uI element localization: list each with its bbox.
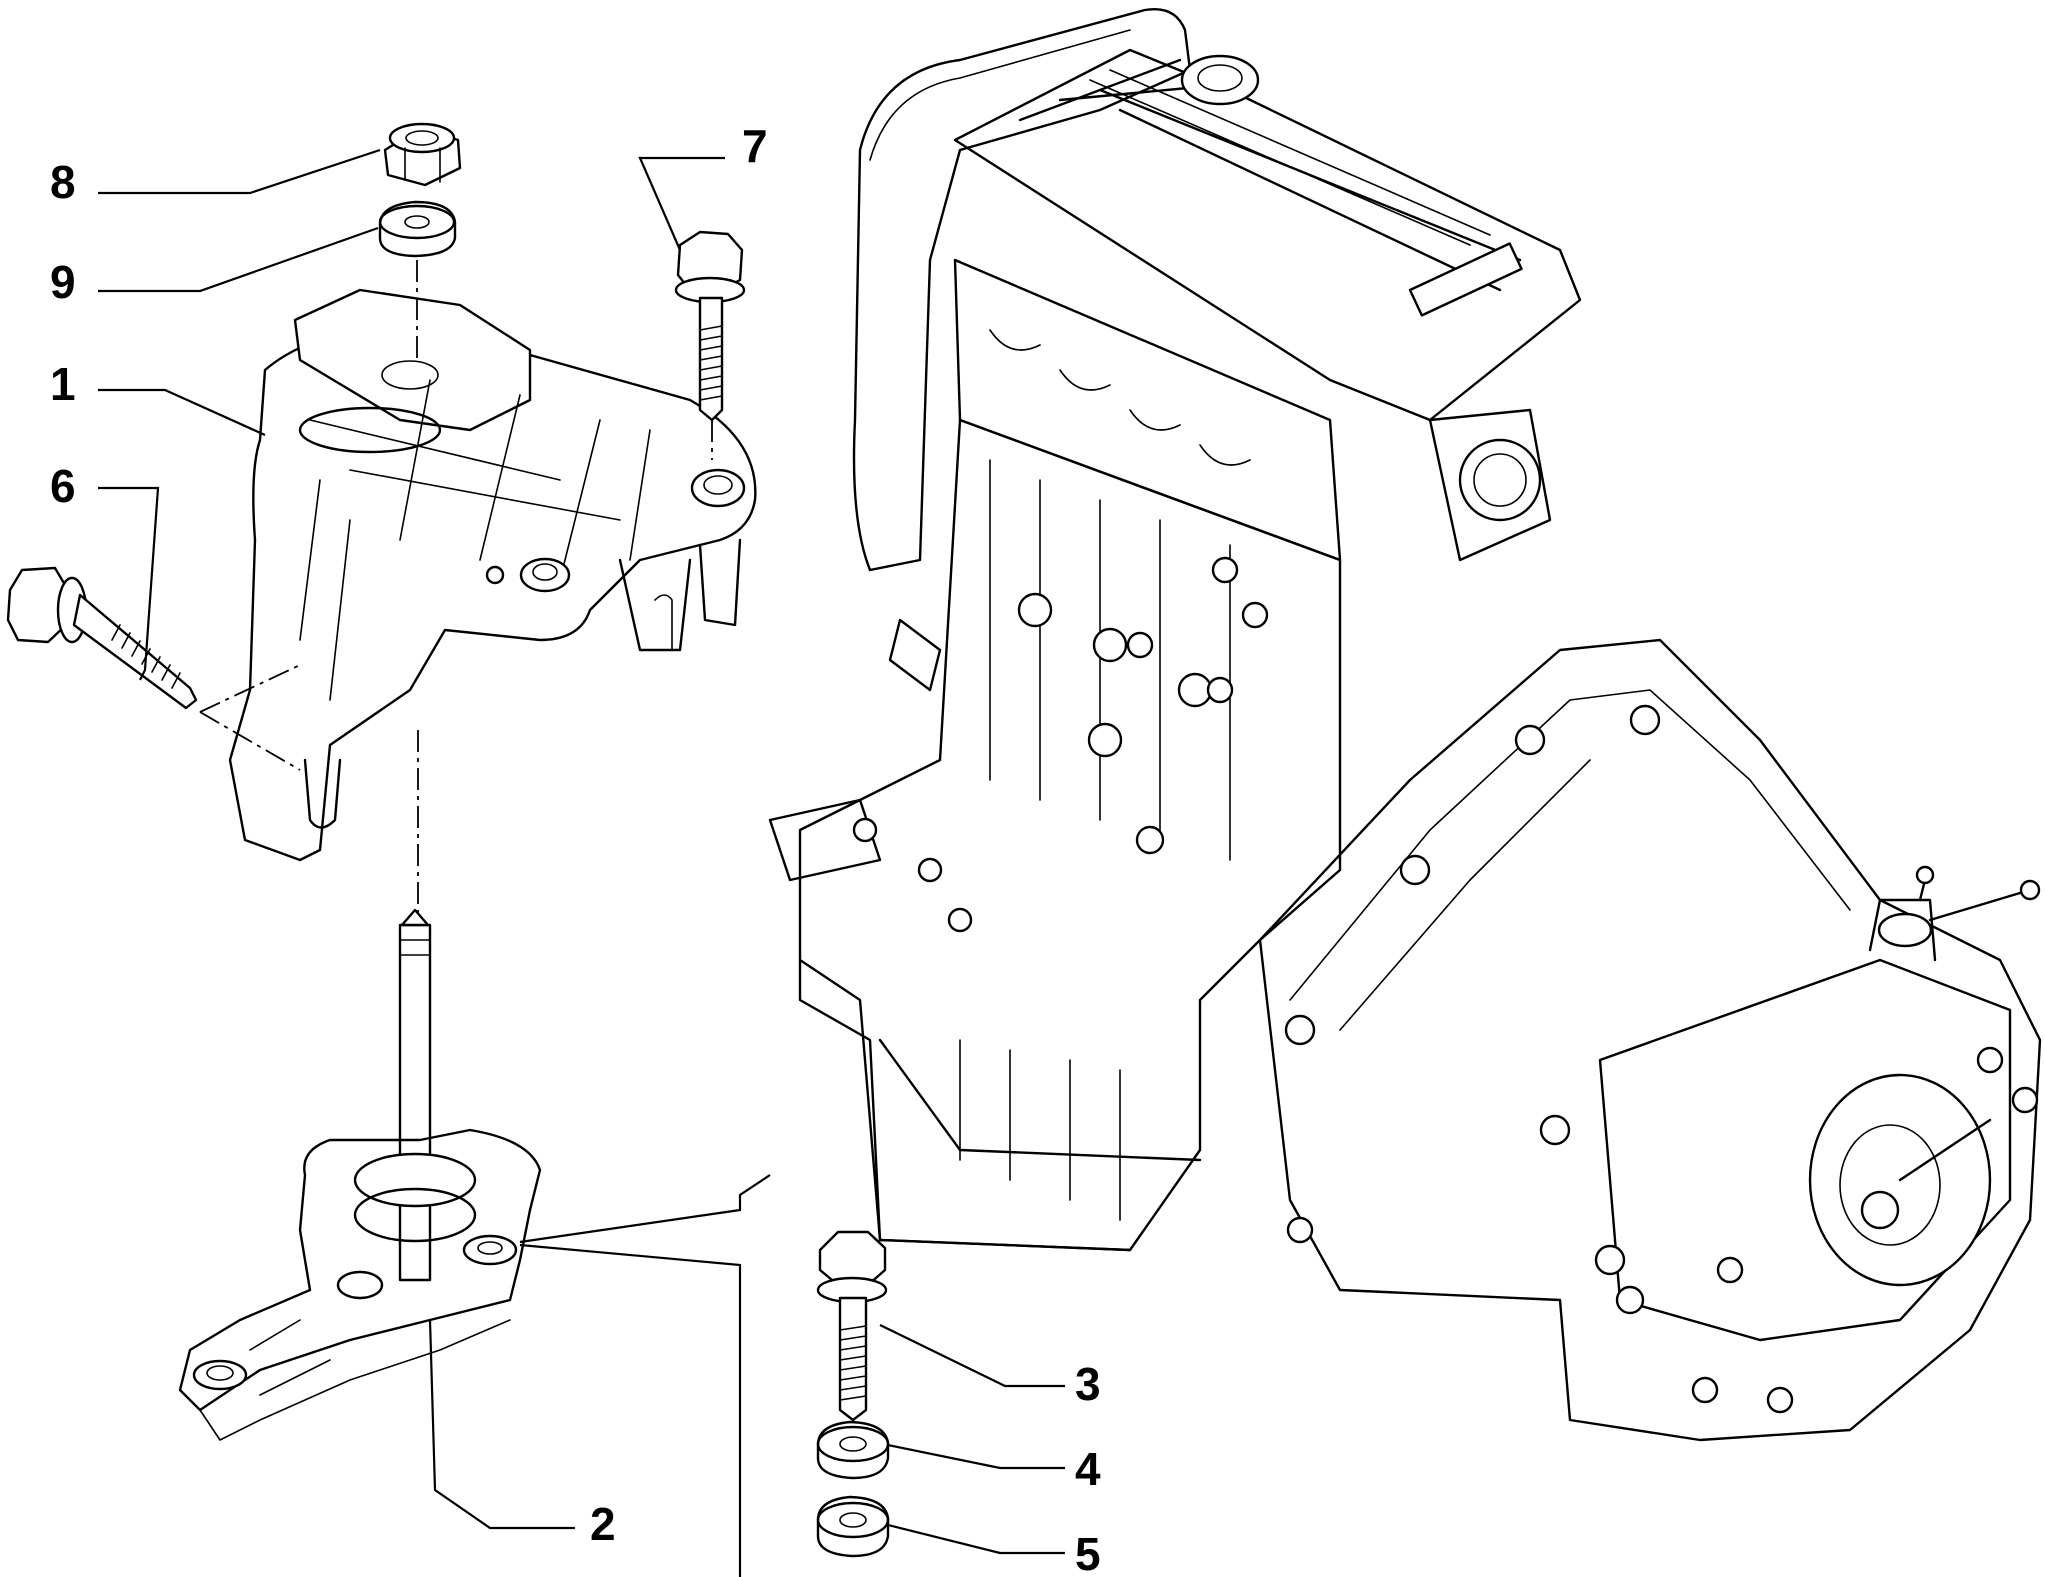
- lower-mount-part: [178, 908, 542, 1441]
- engine-block-assembly: [768, 8, 1582, 1252]
- washer-4-part: [816, 1420, 890, 1480]
- callout-4: 4: [1075, 1443, 1101, 1495]
- callout-6: 6: [50, 460, 76, 512]
- lock-nut-part: [383, 122, 462, 187]
- callout-5: 5: [1075, 1528, 1101, 1577]
- flange-bolt-part: [816, 1230, 888, 1422]
- callout-2: 2: [590, 1498, 616, 1550]
- washer-5-part: [816, 1495, 890, 1558]
- washer-part: [378, 200, 457, 258]
- callout-3: 3: [1075, 1358, 1101, 1410]
- horizontal-bolt-part: [6, 566, 198, 710]
- assembly-axes: [199, 260, 713, 915]
- callout-9: 9: [50, 256, 76, 308]
- leader-lines: [98, 148, 1065, 1577]
- callout-1: 1: [50, 358, 76, 410]
- mount-bracket-part: [228, 288, 757, 862]
- callout-7: 7: [742, 120, 768, 172]
- callout-8: 8: [50, 156, 76, 208]
- gearbox-assembly: [1258, 638, 2042, 1442]
- vertical-bolt-part: [674, 230, 746, 422]
- callout-labels: 1 2 3 4 5 6 7 8 9: [50, 120, 1101, 1577]
